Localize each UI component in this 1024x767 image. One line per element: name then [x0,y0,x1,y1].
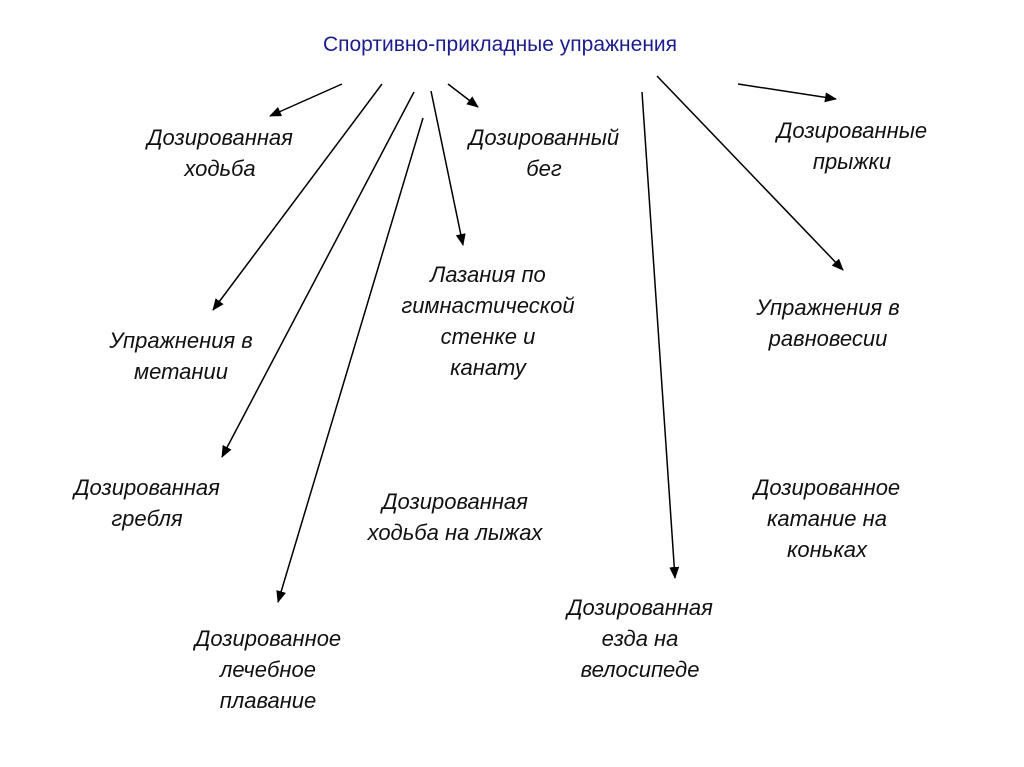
node-cycling-line-2: езда на [601,626,679,651]
node-jumping-line-2: прыжки [812,149,892,174]
node-running-line-1: Дозированный [468,125,620,150]
node-skiing-line-2: ходьба на лыжах [367,520,543,545]
node-walking-line-1: Дозированная [147,125,293,150]
arrow-to-throwing [212,83,383,311]
arrow-to-balance [656,75,844,271]
node-skating-line-1: Дозированное [753,475,901,500]
node-walking-line-2: ходьба [184,156,256,181]
node-climbing-line-1: Лазания по [430,262,546,287]
node-skiing-line-1: Дозированная [382,489,528,514]
node-balance-line-2: равновесии [768,326,888,351]
node-swimming-line-2: лечебное [220,657,316,682]
node-jumping-line-1: Дозированные [776,118,928,143]
node-rowing-line-2: гребля [111,506,183,531]
node-throwing-line-2: метании [134,359,228,384]
arrow-to-swimming [276,117,424,603]
node-skating: Дозированное катание на коньках [727,472,927,565]
node-rowing-line-1: Дозированная [74,475,220,500]
node-skiing: Дозированная ходьба на лыжах [340,486,570,548]
diagram-title: Спортивно-прикладные упражнения [322,33,678,56]
node-swimming-line-1: Дозированное [194,626,342,651]
node-swimming-line-3: плавание [219,688,317,713]
arrow-to-jumping [737,83,837,103]
arrow-to-rowing [221,91,415,458]
arrow-to-cycling [641,91,680,579]
node-throwing-line-1: Упражнения в [109,328,253,353]
node-climbing: Лазания по гимнастической стенке и канат… [368,259,608,383]
node-throwing: Упражнения в метании [76,325,286,387]
node-skating-line-3: коньках [787,537,867,562]
arrow-to-climbing [430,90,466,246]
node-skating-line-2: катание на [767,506,887,531]
node-climbing-line-4: канату [450,355,526,380]
node-balance: Упражнения в равновесии [723,292,933,354]
node-cycling-line-1: Дозированная [567,595,713,620]
node-running-line-2: бег [526,156,562,181]
node-balance-line-1: Упражнения в [756,295,900,320]
node-climbing-line-3: стенке и [440,324,536,349]
node-jumping: Дозированные прыжки [752,115,952,177]
node-cycling-line-3: велосипеде [580,657,700,682]
node-swimming: Дозированное лечебное плавание [168,623,368,716]
node-cycling: Дозированная езда на велосипеде [540,592,740,685]
node-rowing: Дозированная гребля [47,472,247,534]
arrow-to-running [447,83,479,108]
node-climbing-line-2: гимнастической [401,293,575,318]
node-walking: Дозированная ходьба [120,122,320,184]
node-running: Дозированный бег [444,122,644,184]
arrow-to-walking [269,83,343,117]
